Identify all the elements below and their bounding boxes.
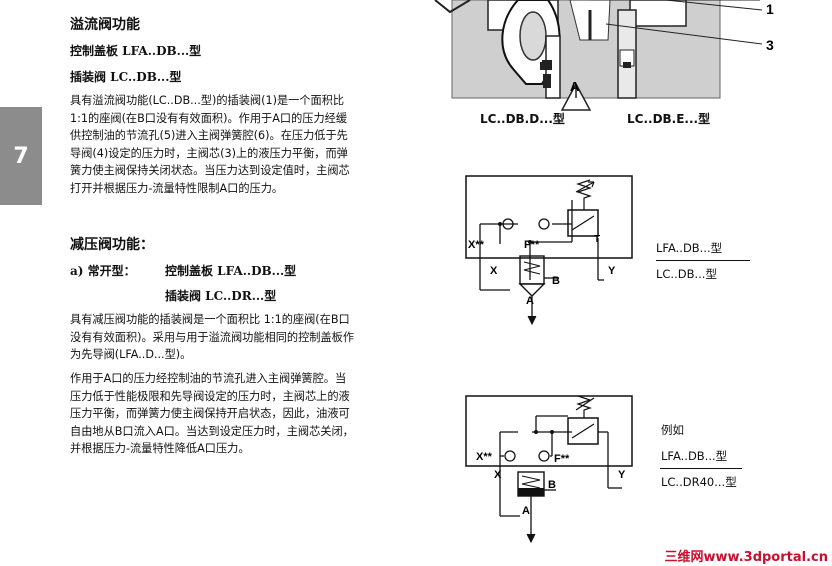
port-b-label: B [548, 479, 556, 491]
schematic1-legend-divider [656, 260, 750, 261]
relief-cartridge-label: 插装阀 LC..DB...型 [70, 70, 182, 84]
reducing-item-a-cover: 控制盖板 LFA..DB...型 [165, 264, 297, 278]
port-a-label: A [526, 295, 534, 307]
callout-1: 1 [766, 1, 774, 17]
x-orifice-label: X** [476, 451, 493, 463]
reducing-title: 减压阀功能： [70, 237, 154, 253]
reducing-paragraph-1: 具有减压阀功能的插装阀是一个面积比 1:1的座阀(在B口 没有有效面积)。采用与… [70, 313, 355, 361]
schematic1-legend-top: LFA..DB...型 [656, 241, 723, 255]
port-x-label: X [494, 469, 502, 481]
reducing-paragraph-2: 作用于A口的压力经控制油的节流孔进入主阀弹簧腔。当 压力低于性能极限和先导阀设定… [70, 372, 354, 455]
schematic2-legend-bottom: LC..DR40...型 [661, 475, 737, 489]
schematic2-example: 例如 [661, 423, 684, 437]
schematic2-legend-divider [660, 468, 742, 469]
valve-section-figure: 1 3 A [434, 0, 774, 111]
f-orifice-label: F** [524, 239, 540, 251]
port-y-label: Y [618, 469, 626, 481]
relief-cover-label: 控制盖板 LFA..DB...型 [70, 44, 202, 58]
port-a-label: A [522, 505, 530, 517]
chapter-tab: 7 [0, 107, 42, 205]
port-x-label: X [490, 265, 498, 277]
watermark: 三维网www.3dportal.cn [604, 544, 832, 566]
port-b-label: B [552, 275, 560, 287]
schematic2-legend-top: LFA..DB...型 [661, 449, 728, 463]
f-orifice-label: F** [554, 453, 570, 465]
relief-title: 溢流阀功能 [70, 17, 140, 33]
x-orifice-label: X** [468, 239, 485, 251]
port-a-label: A [570, 79, 580, 94]
schematic1-legend-bottom: LC..DB...型 [656, 267, 717, 281]
section-label-right: LC..DB.E...型 [627, 112, 711, 126]
section-label-left: LC..DB.D...型 [480, 112, 565, 126]
relief-schematic: X** F** X Y T B A [465, 175, 633, 326]
callout-3: 3 [766, 37, 774, 53]
reducing-item-a-prefix: a) 常开型： [70, 264, 136, 278]
reducing-schematic: X** F** X Y B A [465, 395, 633, 544]
relief-paragraph: 具有溢流阀功能(LC..DB...型)的插装阀(1)是一个面积比 1:1的座阀(… [70, 94, 350, 195]
port-y-label: Y [608, 265, 616, 277]
reducing-item-a-cartridge: 插装阀 LC..DR...型 [165, 289, 277, 303]
port-t-label: T [594, 234, 600, 245]
